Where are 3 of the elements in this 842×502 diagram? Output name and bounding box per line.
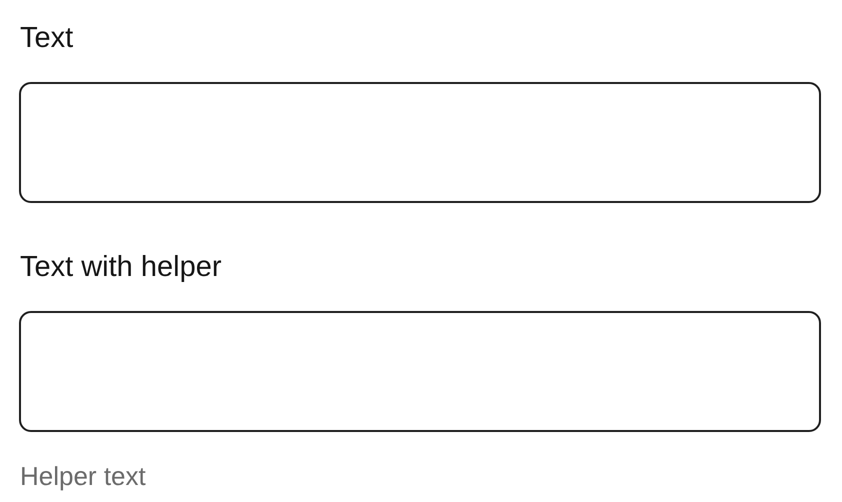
field-label: Text	[20, 21, 74, 56]
field-label: Text with helper	[20, 250, 222, 285]
helper-text: Helper text	[20, 460, 147, 492]
